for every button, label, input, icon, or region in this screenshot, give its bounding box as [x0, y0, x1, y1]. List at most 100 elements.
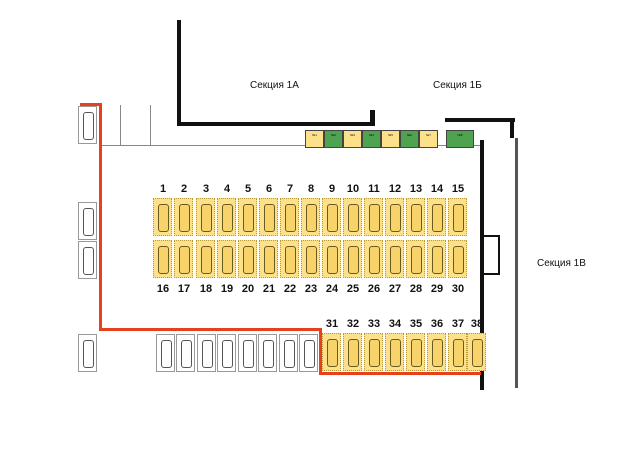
car-icon [348, 339, 359, 367]
parking-spot[interactable] [427, 333, 446, 371]
spot-number: 13 [409, 183, 423, 195]
car-icon [411, 339, 422, 367]
car-icon [390, 246, 401, 274]
storage-room[interactable]: №7 [419, 130, 438, 148]
spot-number: 36 [430, 318, 444, 330]
car-icon [83, 112, 94, 140]
route-line [80, 103, 102, 106]
spot-number: 1 [159, 183, 167, 195]
car-icon [304, 340, 315, 368]
parking-spot[interactable] [364, 240, 383, 278]
car-icon [285, 246, 296, 274]
parking-spot[interactable] [322, 198, 341, 236]
parking-spot[interactable] [322, 240, 341, 278]
parking-spot[interactable] [153, 240, 172, 278]
parking-spot[interactable] [364, 198, 383, 236]
parking-spot[interactable] [196, 198, 215, 236]
car-icon [432, 339, 443, 367]
spot-number: 2 [180, 183, 188, 195]
parking-spot[interactable] [448, 333, 467, 371]
car-icon [264, 204, 275, 232]
spot-number: 37 [451, 318, 465, 330]
wall [370, 110, 375, 126]
parking-spot[interactable] [427, 198, 446, 236]
car-icon [201, 204, 212, 232]
parking-spot-unnumbered [78, 241, 97, 279]
parking-spot[interactable] [196, 240, 215, 278]
car-icon [264, 246, 275, 274]
stair-core [480, 235, 500, 275]
car-icon [243, 340, 254, 368]
spot-number: 14 [430, 183, 444, 195]
parking-spot[interactable] [448, 198, 467, 236]
parking-spot[interactable] [174, 198, 193, 236]
section-1b-label: Секция 1Б [433, 80, 482, 91]
section-1a-label: Секция 1А [250, 80, 299, 91]
storage-room[interactable]: №8 [446, 130, 474, 148]
car-icon [411, 246, 422, 274]
parking-spot-unnumbered [279, 334, 298, 372]
spot-number: 16 [156, 283, 170, 295]
parking-spot[interactable] [343, 198, 362, 236]
route-line [99, 328, 322, 331]
parking-spot[interactable] [301, 198, 320, 236]
spot-number: 10 [346, 183, 360, 195]
spot-number: 4 [223, 183, 231, 195]
spot-number: 19 [220, 283, 234, 295]
parking-spot[interactable] [343, 333, 362, 371]
storage-room[interactable]: №6 [400, 130, 419, 148]
parking-spot[interactable] [238, 240, 257, 278]
spot-number: 3 [202, 183, 210, 195]
parking-spot[interactable] [259, 198, 278, 236]
wall [445, 118, 515, 122]
spot-number: 23 [304, 283, 318, 295]
parking-spot-unnumbered [217, 334, 236, 372]
car-icon [306, 246, 317, 274]
storage-room[interactable]: №1 [305, 130, 324, 148]
parking-spot[interactable] [217, 240, 236, 278]
car-icon [222, 340, 233, 368]
parking-spot[interactable] [385, 240, 404, 278]
parking-spot[interactable] [364, 333, 383, 371]
parking-spot[interactable] [259, 240, 278, 278]
parking-spot[interactable] [406, 333, 425, 371]
storage-room[interactable]: №5 [381, 130, 400, 148]
parking-spot[interactable] [406, 198, 425, 236]
car-icon [202, 340, 213, 368]
parking-spot[interactable] [280, 240, 299, 278]
parking-spot[interactable] [467, 333, 486, 371]
car-icon [390, 339, 401, 367]
storage-room[interactable]: №3 [343, 130, 362, 148]
storage-room[interactable]: №4 [362, 130, 381, 148]
car-icon [83, 208, 94, 236]
spot-number: 21 [262, 283, 276, 295]
parking-spot[interactable] [427, 240, 446, 278]
wall [177, 122, 372, 126]
car-icon [201, 246, 212, 274]
car-icon [263, 340, 274, 368]
parking-spot[interactable] [385, 198, 404, 236]
parking-spot[interactable] [448, 240, 467, 278]
spot-number: 30 [451, 283, 465, 295]
spot-number: 32 [346, 318, 360, 330]
car-icon [158, 204, 169, 232]
storage-room[interactable]: №2 [324, 130, 343, 148]
parking-spot[interactable] [322, 333, 341, 371]
parking-spot[interactable] [174, 240, 193, 278]
spot-number: 31 [325, 318, 339, 330]
parking-spot[interactable] [385, 333, 404, 371]
parking-spot[interactable] [301, 240, 320, 278]
parking-spot[interactable] [217, 198, 236, 236]
spot-number: 5 [244, 183, 252, 195]
car-icon [284, 340, 295, 368]
spot-number: 24 [325, 283, 339, 295]
parking-spot[interactable] [280, 198, 299, 236]
partition-line [150, 105, 151, 145]
car-icon [453, 204, 464, 232]
spot-number: 8 [307, 183, 315, 195]
parking-spot[interactable] [406, 240, 425, 278]
parking-spot[interactable] [343, 240, 362, 278]
parking-spot[interactable] [238, 198, 257, 236]
parking-spot[interactable] [153, 198, 172, 236]
